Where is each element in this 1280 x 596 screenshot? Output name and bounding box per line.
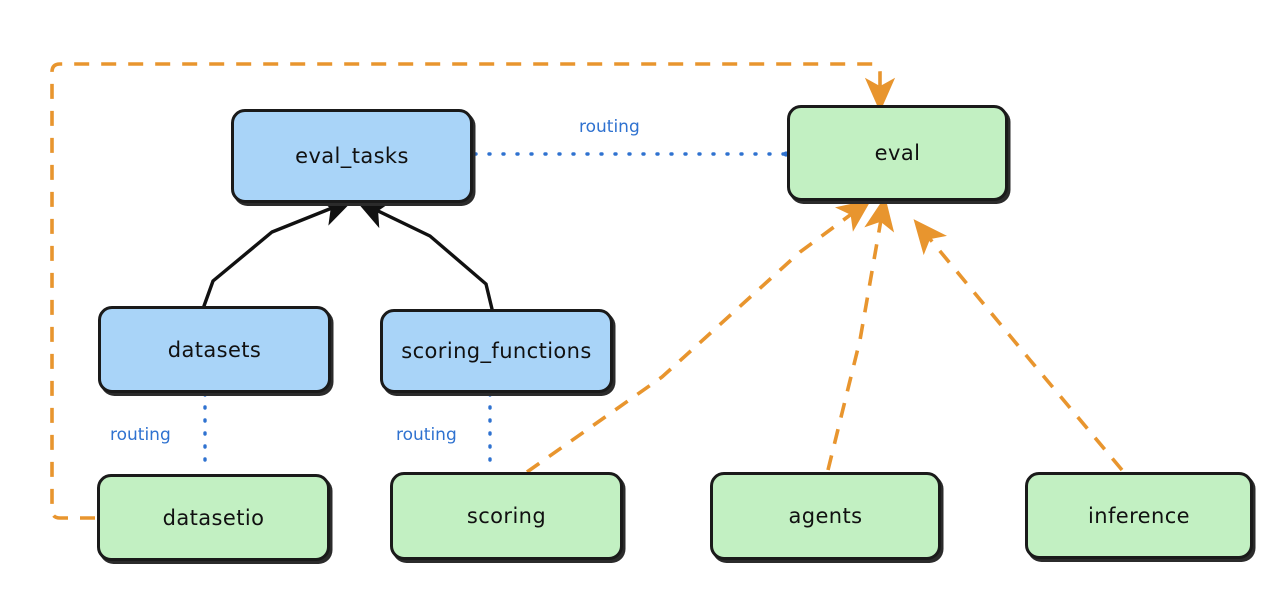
edge-agents-to-eval: [826, 196, 895, 471]
node-label: datasets: [167, 337, 262, 362]
node-label: eval_tasks: [295, 144, 409, 168]
edge-eval-tasks-to-eval: [473, 151, 789, 157]
node-label: scoring: [466, 504, 547, 528]
edge-label-routing-scoring-functions-scoring: routing: [396, 425, 457, 445]
node-inference[interactable]: inference: [1025, 472, 1253, 559]
edge-scoring-functions-to-eval-tasks: [355, 199, 494, 311]
node-label: inference: [1088, 503, 1190, 528]
node-datasetio[interactable]: datasetio: [97, 474, 330, 561]
node-eval[interactable]: eval: [787, 105, 1008, 201]
node-label: datasetio: [162, 505, 265, 530]
node-label: agents: [788, 504, 863, 528]
node-scoring[interactable]: scoring: [390, 472, 623, 560]
node-label: eval: [874, 141, 921, 165]
node-scoring-functions[interactable]: scoring_functions: [380, 309, 613, 393]
node-datasets[interactable]: datasets: [98, 306, 331, 393]
edge-label-routing-eval-tasks-eval: routing: [579, 117, 640, 137]
edge-scoring-to-eval: [525, 199, 872, 474]
edge-datasets-to-eval-tasks: [202, 197, 355, 308]
node-label: scoring_functions: [401, 339, 592, 363]
edge-inference-to-eval: [913, 219, 1124, 472]
edge-datasetio-to-eval: [50, 62, 896, 520]
node-eval-tasks[interactable]: eval_tasks: [231, 109, 473, 203]
edge-label-routing-datasets-datasetio: routing: [110, 425, 171, 445]
node-agents[interactable]: agents: [710, 472, 941, 560]
